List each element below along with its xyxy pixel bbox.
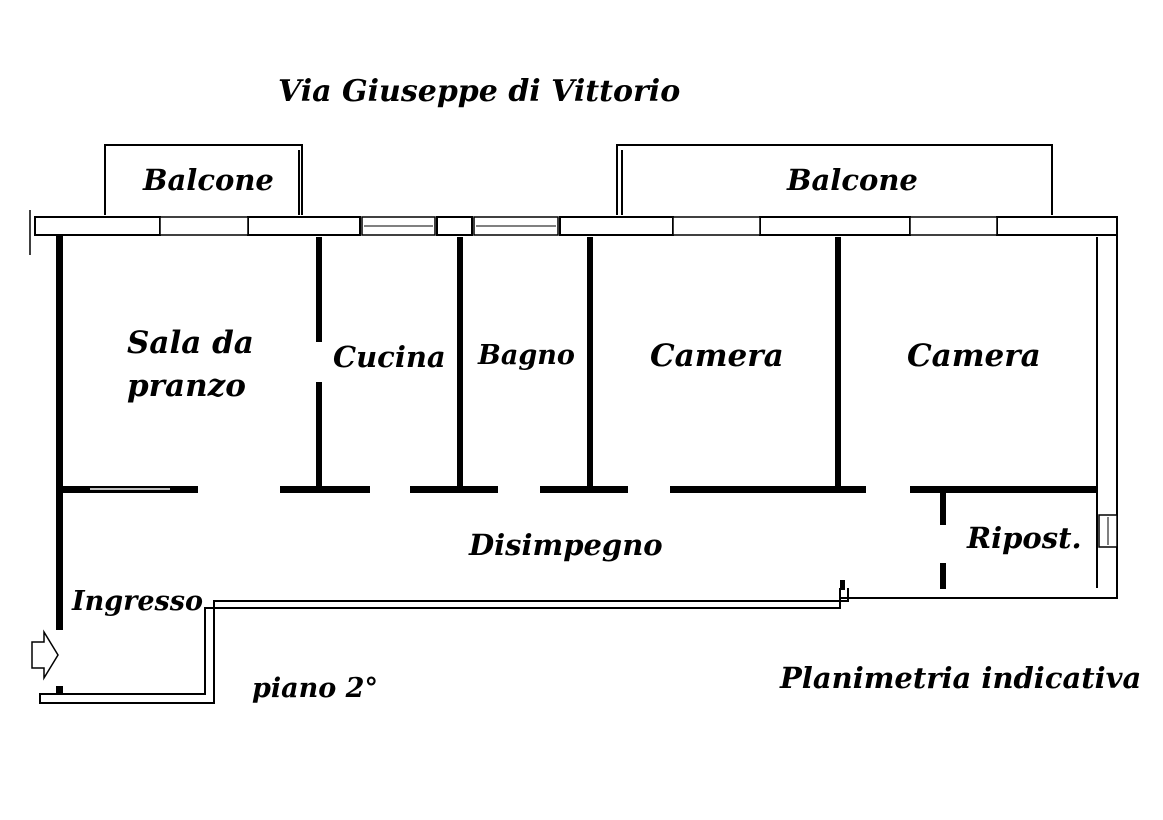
window bbox=[672, 216, 761, 236]
bottom-wall bbox=[39, 588, 849, 704]
window bbox=[909, 216, 998, 236]
room-sala-label-1: Sala da bbox=[127, 325, 254, 361]
room-sala-label-2: pranzo bbox=[127, 368, 246, 404]
room-bagno-label: Bagno bbox=[477, 340, 575, 371]
facade-wall bbox=[29, 210, 1118, 255]
window bbox=[159, 216, 249, 236]
balcony-left bbox=[104, 144, 303, 215]
right-wall bbox=[840, 217, 1118, 599]
room-disimpegno-label: Disimpegno bbox=[468, 528, 663, 562]
left-wall bbox=[56, 235, 63, 694]
interior-walls bbox=[316, 237, 946, 590]
balcony-left-label: Balcone bbox=[142, 163, 274, 197]
room-ripostiglio-label: Ripost. bbox=[966, 521, 1082, 555]
floor-label: piano 2° bbox=[252, 673, 378, 704]
corridor-wall bbox=[63, 486, 1097, 493]
room-camera-1-label: Camera bbox=[650, 338, 784, 374]
balcony-right-label: Balcone bbox=[786, 163, 918, 197]
room-cucina-label: Cucina bbox=[333, 340, 446, 374]
balcony-right bbox=[616, 144, 1053, 215]
caption-label: Planimetria indicativa bbox=[779, 661, 1141, 695]
entrance-arrow-icon bbox=[31, 629, 59, 681]
room-camera-2-label: Camera bbox=[907, 338, 1041, 374]
street-label: Via Giuseppe di Vittorio bbox=[278, 74, 680, 109]
room-ingresso-label: Ingresso bbox=[71, 586, 203, 617]
